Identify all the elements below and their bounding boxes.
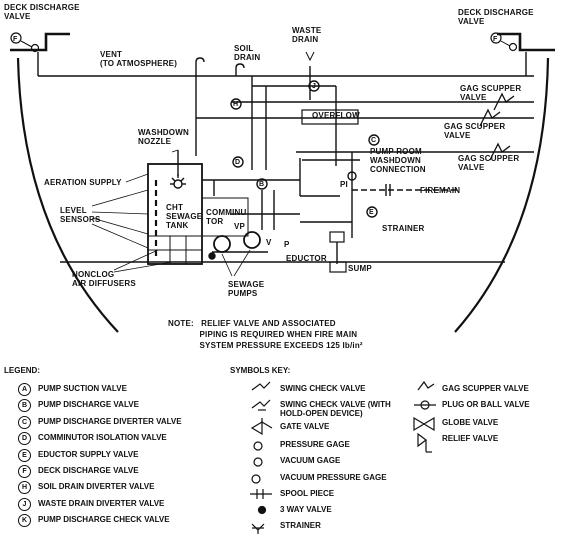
legend-badge-h: H <box>18 481 31 495</box>
relief-valve-note: NOTE: RELIEF VALVE AND ASSOCIATED PIPING… <box>168 319 363 350</box>
legend-item-text: COMMINUTOR ISOLATION VALVE <box>38 433 167 443</box>
label-eductor: EDUCTOR <box>286 254 327 263</box>
symbol-label-strainer: STRAINER <box>280 521 321 530</box>
symbol-label-relief-valve: RELIEF VALVE <box>442 434 499 443</box>
symbols-key-title: SYMBOLS KEY: <box>230 366 291 375</box>
deck-bracket-left <box>10 32 70 52</box>
symbol-label-vacuum-gage: VACUUM GAGE <box>280 456 341 465</box>
valve-letter-b: B <box>259 181 265 188</box>
label-nonclog-air-diffusers: NONCLOG AIR DIFFUSERS <box>72 270 136 288</box>
label-gage-vp: VP <box>234 222 246 231</box>
sump-box <box>329 261 347 273</box>
legend-item-text: PUMP DISCHARGE VALVE <box>38 400 139 410</box>
label-comminutor: COMMINU TOR <box>206 208 247 226</box>
label-overflow: OVERFLOW <box>312 111 360 120</box>
label-cht-sewage-tank: CHT SEWAGE TANK <box>166 203 203 230</box>
symbol-label-plug-ball-valve: PLUG OR BALL VALVE <box>442 400 530 409</box>
label-gag-scupper-2: GAG SCUPPER VALVE <box>444 122 506 140</box>
svg-text:F: F <box>493 36 498 43</box>
valve-d <box>232 156 244 168</box>
label-deck-discharge-left: DECK DISCHARGE VALVE <box>4 3 80 21</box>
symbol-label-vacuum-pressure-gage: VACUUM PRESSURE GAGE <box>280 473 387 482</box>
symbol-label-gag-scupper-valve: GAG SCUPPER VALVE <box>442 384 529 393</box>
legend-item-text: PUMP DISCHARGE CHECK VALVE <box>38 515 170 525</box>
valve-h <box>230 98 242 110</box>
deck-bracket-right <box>497 32 555 52</box>
symbol-label-three-way-valve: 3 WAY VALVE <box>280 505 332 514</box>
gag-scupper-valve-2 <box>479 108 501 127</box>
svg-text:F: F <box>13 36 18 43</box>
label-strainer: STRAINER <box>382 224 425 233</box>
legend-badge-k: K <box>18 514 31 528</box>
leader-lines <box>91 149 251 277</box>
label-pi: PI <box>340 180 348 189</box>
valve-b <box>256 178 268 190</box>
legend-badge-f: F <box>18 465 31 478</box>
legend-item-text: PUMP SUCTION VALVE <box>38 384 127 393</box>
legend-title: LEGEND: <box>4 366 40 375</box>
legend-badge-b: B <box>18 399 31 413</box>
valve-letter-c: C <box>371 137 377 144</box>
valve-letter-e: E <box>369 209 374 216</box>
legend-badge-c: C <box>18 415 31 429</box>
legend-badge-d: D <box>18 432 31 446</box>
eductor-body <box>329 231 345 243</box>
label-vent: VENT (TO ATMOSPHERE) <box>100 50 178 68</box>
label-firemain: FIREMAIN <box>420 186 461 195</box>
legend-item-text: DECK DISCHARGE VALVE <box>38 466 139 475</box>
label-gage-v: V <box>266 238 272 247</box>
sewage-pump-2 <box>243 231 261 249</box>
valve-letter-j: J <box>312 83 317 90</box>
label-level-sensors: LEVEL SENSORS <box>60 206 101 224</box>
label-washdown-nozzle: WASHDOWN NOZZLE <box>138 128 189 146</box>
hull-outline <box>16 57 119 333</box>
deck-valve-f-right <box>490 32 518 52</box>
legend-badge-e: E <box>18 448 31 462</box>
symbol-label-swing-check-holdopen: SWING CHECK VALVE (WITH HOLD-OPEN DEVICE… <box>280 400 391 418</box>
valve-letter-h: H <box>233 101 239 108</box>
vent-pipe <box>195 57 205 76</box>
label-aeration-supply: AERATION SUPPLY <box>44 178 122 187</box>
label-gage-p: P <box>284 240 290 249</box>
legend-item-text: PUMP DISCHARGE DIVERTER VALVE <box>38 416 182 426</box>
legend-item-text: WASTE DRAIN DIVERTER VALVE <box>38 498 165 508</box>
soil-drain-pipe <box>235 63 245 76</box>
symbol-label-pressure-gage: PRESSURE GAGE <box>280 440 350 449</box>
label-deck-discharge-right: DECK DISCHARGE VALVE <box>458 8 534 26</box>
sewage-pump-1 <box>213 235 231 253</box>
legend-item-text: SOIL DRAIN DIVERTER VALVE <box>38 482 155 492</box>
legend-item-text: EDUCTOR SUPPLY VALVE <box>38 449 139 459</box>
gag-scupper-valve-3 <box>489 142 511 161</box>
label-gag-scupper-1: GAG SCUPPER VALVE <box>460 84 522 102</box>
label-waste-drain: WASTE DRAIN <box>292 26 322 44</box>
washdown-nozzle-symbol <box>170 174 186 189</box>
valve-letter-d: D <box>235 159 241 166</box>
label-soil-drain: SOIL DRAIN <box>234 44 261 62</box>
label-gag-scupper-3: GAG SCUPPER VALVE <box>458 154 520 172</box>
pi-gage <box>347 171 357 181</box>
valve-e <box>366 206 378 218</box>
overflow-box <box>301 109 359 125</box>
label-sewage-pumps: SEWAGE PUMPS <box>228 280 265 298</box>
label-sump: SUMP <box>348 264 372 273</box>
label-pump-room-washdown: PUMP ROOM WASHDOWN CONNECTION <box>370 147 426 174</box>
valve-c <box>368 134 380 146</box>
symbol-label-spool-piece: SPOOL PIECE <box>280 489 335 498</box>
deck-valve-f-left <box>10 32 40 53</box>
gag-scupper-valve-1 <box>493 92 515 111</box>
legend-badge-j: J <box>18 497 31 511</box>
hull-outline <box>454 57 550 333</box>
symbol-label-swing-check-valve: SWING CHECK VALVE <box>280 384 366 393</box>
symbol-label-globe-valve: GLOBE VALVE <box>442 418 499 427</box>
symbol-label-gate-valve: GATE VALVE <box>280 422 330 431</box>
legend-badge-a: A <box>18 383 31 396</box>
